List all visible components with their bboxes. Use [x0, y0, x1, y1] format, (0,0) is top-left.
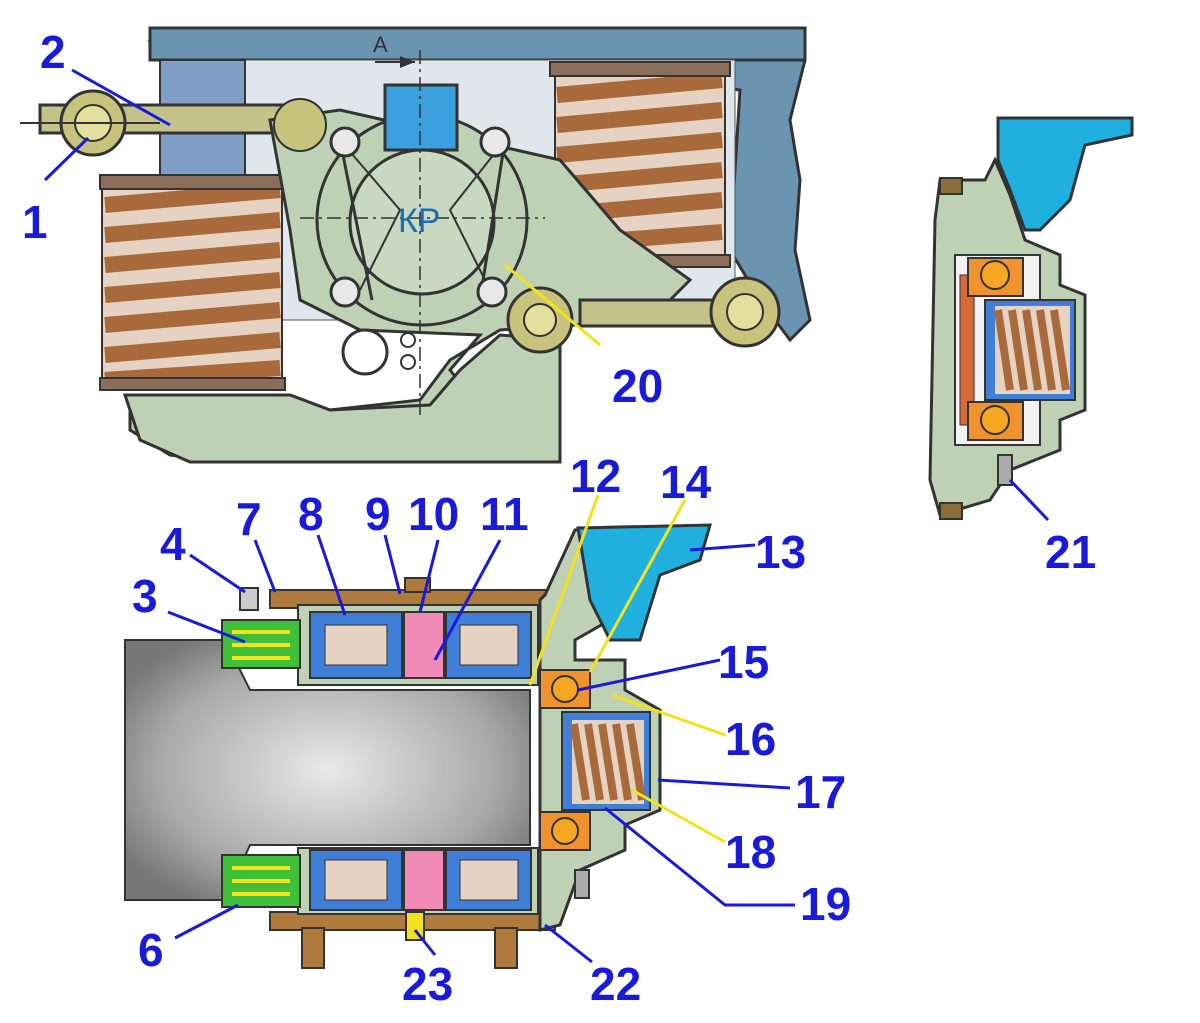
round-hole [341, 328, 389, 376]
callout-21: 21 [1045, 526, 1096, 578]
leader-21 [1008, 478, 1050, 522]
callout-1: 1 [22, 196, 48, 248]
end-bolt [574, 869, 590, 899]
callout-14: 14 [660, 456, 712, 508]
callout-4: 4 [160, 518, 186, 570]
callout-2: 2 [40, 26, 66, 78]
section-a-label: А [373, 32, 388, 57]
housing-lower-body [122, 333, 562, 464]
bottom-bolt [405, 911, 425, 941]
seal-bolt [239, 587, 259, 611]
callout-18: 18 [725, 826, 776, 878]
callout-11: 11 [480, 488, 529, 540]
callout-8: 8 [298, 488, 324, 540]
cover-bolt-tl [329, 126, 361, 158]
leader-1 [43, 136, 90, 182]
leader-11 [433, 539, 502, 661]
leader-12 [528, 494, 600, 686]
leader-22 [544, 923, 593, 964]
cover-bolt-bl [329, 276, 361, 308]
leader-4 [189, 553, 246, 594]
leader-3 [167, 610, 246, 644]
callout-9: 9 [365, 488, 391, 540]
leader-20 [504, 263, 601, 347]
leader-16 [611, 693, 726, 737]
callout-3: 3 [132, 570, 158, 622]
leader-6 [174, 903, 239, 940]
leader-8 [316, 534, 347, 616]
callout-17: 17 [795, 766, 846, 818]
leader-2 [71, 68, 171, 127]
end-bracket [576, 523, 713, 642]
callout-numbers: 1 2 3 4 6 7 8 9 10 11 12 13 14 15 16 17 … [22, 26, 1096, 1010]
kp-label: КР [398, 202, 440, 240]
leader-23 [413, 929, 437, 956]
callout-13: 13 [755, 526, 806, 578]
section-view-a [928, 116, 1134, 520]
leader-15 [577, 658, 721, 692]
leader-17 [657, 778, 791, 790]
callout-19: 19 [800, 878, 851, 930]
cover-bolt-tr [479, 126, 511, 158]
axlebox-cross-section [124, 523, 713, 969]
callout-7: 7 [236, 493, 262, 545]
callout-15: 15 [718, 636, 769, 688]
spacer-ring-bottom [403, 849, 445, 911]
callout-22: 22 [590, 958, 641, 1010]
leader-lines [43, 68, 1050, 964]
callout-16: 16 [725, 713, 776, 765]
housing-foot-left [301, 927, 325, 969]
leader-13 [689, 543, 756, 552]
spacer-ring-top [403, 611, 445, 679]
left-spring [99, 174, 286, 391]
section-bolt [997, 454, 1013, 486]
cover-boss [383, 83, 459, 152]
housing-foot-right [494, 927, 518, 969]
leader-18 [631, 788, 726, 844]
section-cap-top [939, 177, 963, 195]
leader-7 [253, 539, 277, 593]
frame-top-bar [148, 26, 807, 62]
housing-top-boss [404, 577, 431, 593]
top-side-view: А КР [20, 26, 812, 464]
section-bracket [996, 116, 1134, 232]
section-cap-bottom [939, 502, 963, 520]
leader-14 [588, 499, 687, 673]
leader-9 [383, 534, 402, 595]
cover-bolt-br [476, 276, 508, 308]
callout-20: 20 [612, 360, 663, 412]
callout-23: 23 [402, 958, 453, 1010]
callout-12: 12 [570, 450, 621, 502]
leader-10 [418, 539, 440, 613]
callout-10: 10 [408, 488, 459, 540]
leader-19 [604, 806, 795, 907]
callout-6: 6 [138, 924, 164, 976]
upper-pin [273, 98, 327, 152]
